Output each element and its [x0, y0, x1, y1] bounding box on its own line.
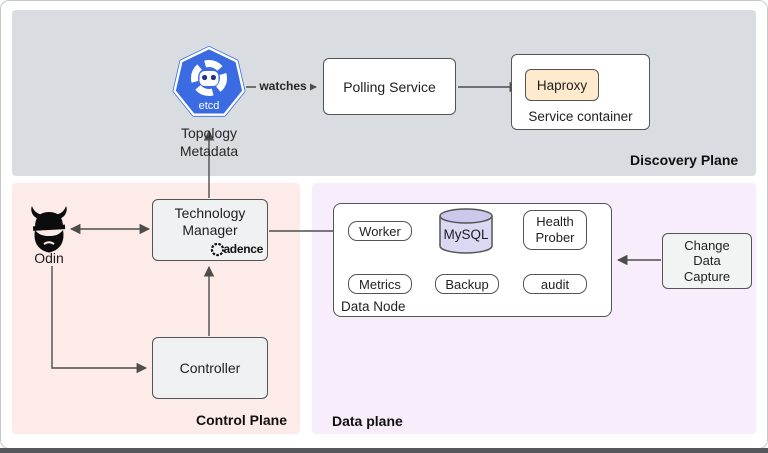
odin-viking-icon	[29, 205, 69, 253]
polling-service-node: Polling Service	[323, 58, 456, 115]
backup-node: Backup	[435, 274, 499, 294]
data-node-label: Data Node	[341, 299, 406, 314]
discovery-plane-label: Discovery Plane	[630, 152, 739, 168]
technology-manager-node: Technology Manager adence	[152, 199, 268, 261]
cadence-logo: adence	[210, 242, 263, 257]
haproxy-node: Haproxy	[525, 69, 599, 101]
odin-label: Odin	[34, 250, 64, 266]
metrics-node: Metrics	[348, 274, 412, 294]
watches-edge-label: watches	[256, 79, 310, 93]
topology-metadata-label: Topology Metadata	[179, 125, 239, 159]
cadence-c-icon	[211, 242, 225, 257]
control-plane-label: Control Plane	[196, 412, 288, 428]
service-container-node: Haproxy Service container	[511, 54, 650, 130]
etcd-icon: etcd	[172, 45, 246, 125]
controller-node: Controller	[152, 337, 268, 399]
mysql-label: MySQL	[443, 227, 489, 242]
data-plane-label: Data plane	[332, 413, 403, 429]
worker-node: Worker	[348, 221, 412, 241]
change-data-capture-node: Change Data Capture	[662, 233, 752, 289]
window-bottom-edge	[0, 448, 768, 453]
etcd-icon-label: etcd	[199, 100, 220, 112]
mysql-database-icon: MySQL	[438, 207, 494, 255]
audit-node: audit	[523, 274, 587, 294]
service-container-label: Service container	[528, 109, 633, 124]
health-prober-node: Health Prober	[523, 210, 587, 250]
